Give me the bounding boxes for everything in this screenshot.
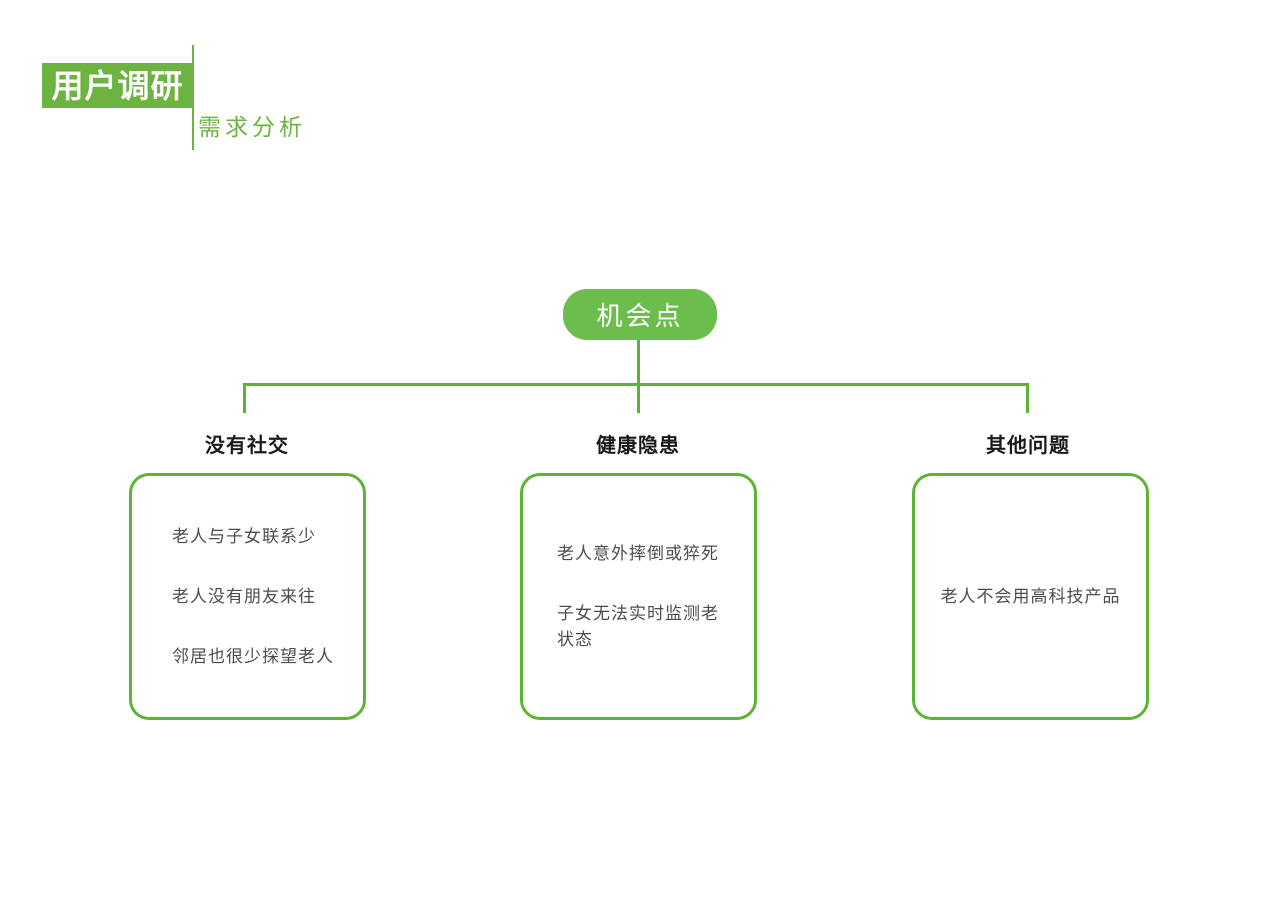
list-item: 邻居也很少探望老人 bbox=[172, 646, 334, 666]
page-subtitle: 需求分析 bbox=[198, 114, 306, 140]
connector-crossbar bbox=[243, 383, 1029, 386]
branch-box-health-risk: 老人意外摔倒或猝死 子女无法实时监测老状态 bbox=[520, 473, 757, 720]
branch-heading-no-social: 没有社交 bbox=[205, 435, 289, 457]
header-divider-line bbox=[192, 45, 194, 150]
page-title: 用户调研 bbox=[42, 63, 193, 108]
branch-box-other-issues: 老人不会用高科技产品 bbox=[912, 473, 1149, 720]
branch-box-content: 老人与子女联系少 老人没有朋友来往 邻居也很少探望老人 bbox=[132, 524, 363, 670]
connector-stem bbox=[637, 340, 640, 385]
branch-heading-health-risk: 健康隐患 bbox=[596, 435, 680, 457]
branch-box-no-social: 老人与子女联系少 老人没有朋友来往 邻居也很少探望老人 bbox=[129, 473, 366, 720]
list-item: 老人意外摔倒或猝死 bbox=[557, 543, 719, 563]
list-item: 老人与子女联系少 bbox=[172, 526, 316, 546]
connector-drop-right bbox=[1026, 383, 1029, 413]
list-item: 老人不会用高科技产品 bbox=[940, 586, 1121, 606]
root-node-opportunity: 机会点 bbox=[563, 289, 717, 340]
list-item: 子女无法实时监测老状态 bbox=[557, 603, 719, 649]
connector-drop-left bbox=[243, 383, 246, 413]
branch-box-content: 老人不会用高科技产品 bbox=[915, 584, 1146, 610]
branch-box-content: 老人意外摔倒或猝死 子女无法实时监测老状态 bbox=[523, 541, 754, 653]
connector-drop-center bbox=[637, 383, 640, 413]
branch-heading-other-issues: 其他问题 bbox=[986, 435, 1070, 457]
list-item: 老人没有朋友来往 bbox=[172, 586, 316, 606]
